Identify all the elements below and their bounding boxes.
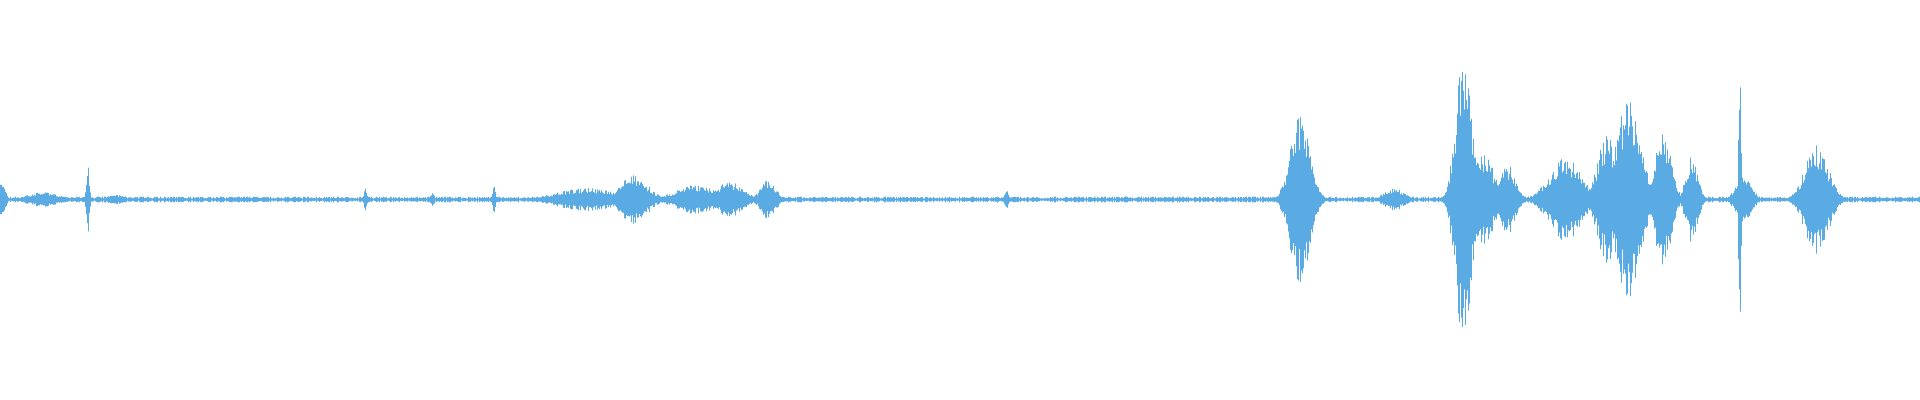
waveform-envelope [0,71,1920,328]
waveform-samples [0,71,1920,328]
